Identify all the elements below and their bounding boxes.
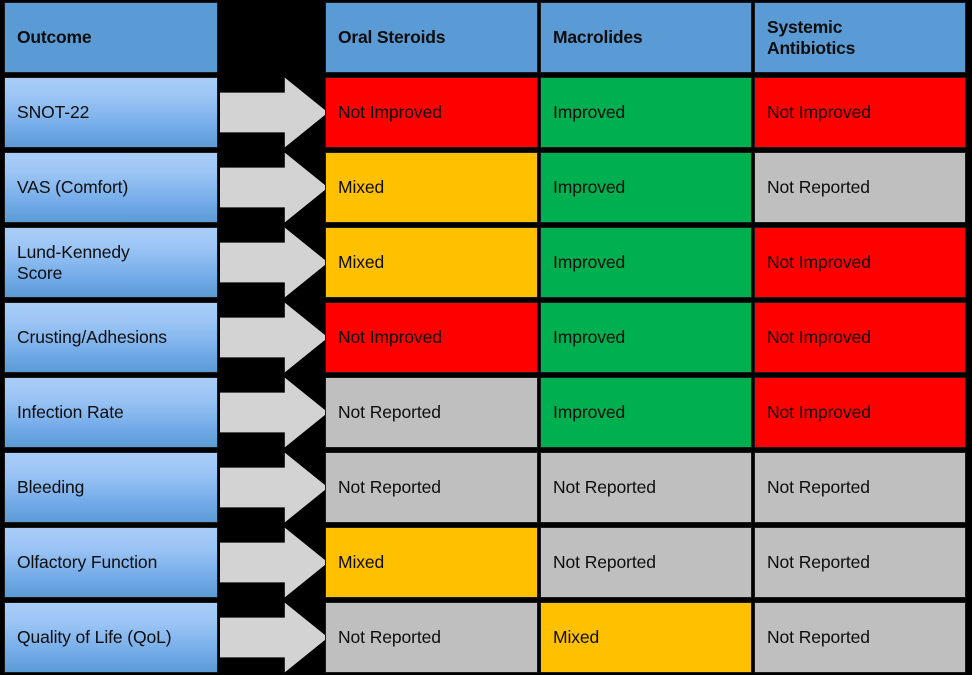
- status-cell-red: Not Improved: [754, 302, 966, 373]
- column-header-macrolides: Macrolides: [540, 2, 752, 73]
- outcome-label-cell: Crusting/Adhesions: [4, 302, 218, 373]
- outcome-label-cell: Bleeding: [4, 452, 218, 523]
- right-arrow-icon: [220, 450, 328, 525]
- right-arrow-icon: [220, 225, 328, 300]
- status-cell-gray: Not Reported: [754, 527, 966, 598]
- status-cell-yellow: Mixed: [325, 527, 538, 598]
- status-cell-red: Not Improved: [754, 227, 966, 298]
- status-cell-gray: Not Reported: [540, 452, 752, 523]
- status-cell-green: Improved: [540, 227, 752, 298]
- column-header-systemic-antibiotics: Systemic Antibiotics: [754, 2, 966, 73]
- status-cell-gray: Not Reported: [540, 527, 752, 598]
- status-cell-green: Improved: [540, 377, 752, 448]
- outcome-label-cell: Infection Rate: [4, 377, 218, 448]
- status-cell-yellow: Mixed: [540, 602, 752, 673]
- status-cell-green: Improved: [540, 77, 752, 148]
- status-cell-yellow: Mixed: [325, 227, 538, 298]
- outcome-label-cell: Lund-Kennedy Score: [4, 227, 218, 298]
- status-cell-gray: Not Reported: [325, 377, 538, 448]
- status-cell-gray: Not Reported: [325, 452, 538, 523]
- column-header-outcome: Outcome: [4, 2, 218, 73]
- right-arrow-icon: [220, 600, 328, 675]
- status-cell-gray: Not Reported: [754, 452, 966, 523]
- status-cell-gray: Not Reported: [754, 602, 966, 673]
- right-arrow-icon: [220, 375, 328, 450]
- status-cell-gray: Not Reported: [325, 602, 538, 673]
- status-cell-red: Not Improved: [325, 77, 538, 148]
- outcome-label-cell: SNOT-22: [4, 77, 218, 148]
- right-arrow-icon: [220, 150, 328, 225]
- column-header-oral-steroids: Oral Steroids: [325, 2, 538, 73]
- outcome-label-cell: Quality of Life (QoL): [4, 602, 218, 673]
- outcome-label-cell: VAS (Comfort): [4, 152, 218, 223]
- status-cell-red: Not Improved: [754, 377, 966, 448]
- status-cell-red: Not Improved: [325, 302, 538, 373]
- status-cell-red: Not Improved: [754, 77, 966, 148]
- status-cell-yellow: Mixed: [325, 152, 538, 223]
- status-cell-green: Improved: [540, 152, 752, 223]
- right-arrow-icon: [220, 75, 328, 150]
- right-arrow-icon: [220, 300, 328, 375]
- outcome-label-cell: Olfactory Function: [4, 527, 218, 598]
- right-arrow-icon: [220, 525, 328, 600]
- status-cell-green: Improved: [540, 302, 752, 373]
- status-cell-gray: Not Reported: [754, 152, 966, 223]
